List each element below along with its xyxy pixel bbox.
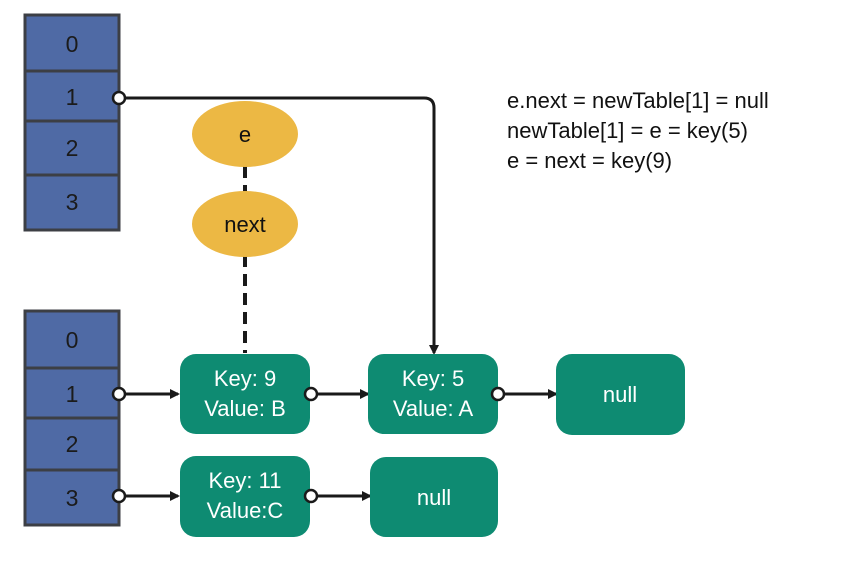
node-key5-value: Value: A: [393, 396, 474, 421]
new-table: 0 1 2 3: [23, 309, 121, 527]
new-table-index-2: 2: [66, 431, 79, 457]
node-key5-key: Key: 5: [402, 366, 464, 391]
new-table-index-1: 1: [66, 381, 79, 407]
old-table-index-3: 3: [66, 189, 79, 215]
key11-next-dot: [303, 488, 319, 504]
node-key9-value: Value: B: [204, 396, 286, 421]
old-table-index-0: 0: [66, 31, 79, 57]
old-slot1-pointer-dot: [111, 90, 127, 106]
old-table-index-1: 1: [66, 84, 79, 110]
key5-next-dot: [490, 386, 506, 402]
old-table: 0 1 2 3: [23, 13, 121, 232]
node-key11-value: Value:C: [207, 498, 284, 523]
pointer-next: [192, 191, 298, 257]
node-null-a: [556, 354, 685, 435]
pointer-e: [192, 101, 298, 167]
node-null-b-label: null: [417, 485, 451, 510]
old-table-index-2: 2: [66, 135, 79, 161]
old-slot1-to-key5-arrow: [119, 96, 439, 355]
node-key9: [180, 354, 310, 434]
new-slot3-pointer-dot: [111, 488, 127, 504]
key9-next-dot: [303, 386, 319, 402]
node-null-b: [370, 457, 498, 537]
node-key11-key: Key: 11: [209, 468, 282, 493]
pointer-next-label: next: [224, 212, 266, 237]
pointer-e-label: e: [239, 122, 251, 147]
node-key11: [180, 456, 310, 537]
code-note-line-1: e.next = newTable[1] = null: [507, 88, 769, 113]
node-key5: [368, 354, 498, 434]
node-key9-key: Key: 9: [214, 366, 276, 391]
new-slot1-pointer-dot: [111, 386, 127, 402]
new-table-index-3: 3: [66, 485, 79, 511]
new-table-cell-3: [23, 468, 121, 527]
old-table-cell-3: [23, 173, 121, 232]
node-null-a-label: null: [603, 382, 637, 407]
code-notes: e.next = newTable[1] = null newTable[1] …: [507, 86, 769, 176]
code-note-line-2: newTable[1] = e = key(5): [507, 118, 748, 143]
new-table-index-0: 0: [66, 327, 79, 353]
code-note-line-3: e = next = key(9): [507, 148, 673, 173]
